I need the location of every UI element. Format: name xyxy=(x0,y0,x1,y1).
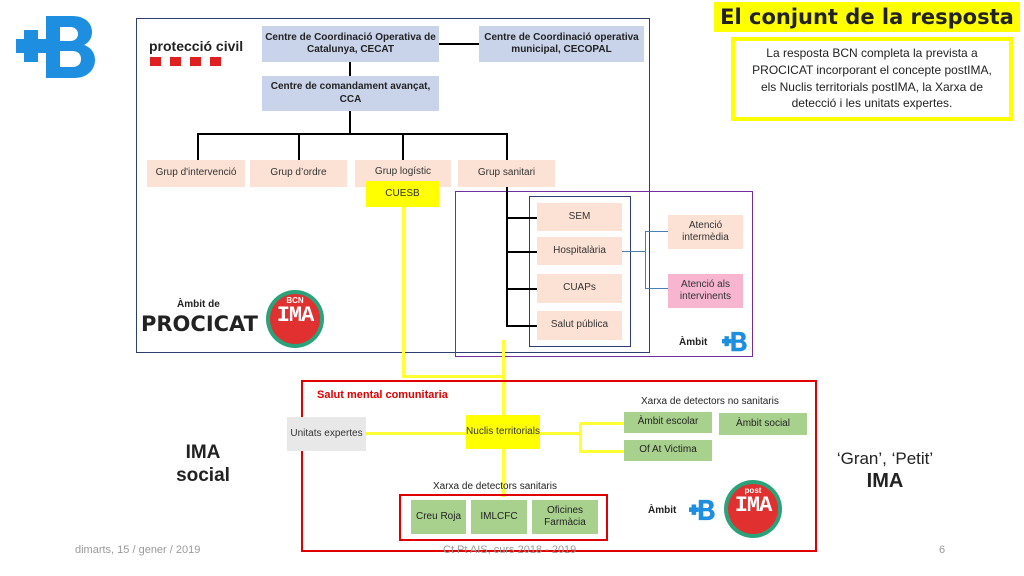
cecat-box: Centre de Coordinació Operativa de Catal… xyxy=(262,26,439,62)
proteccio-civil-logo: protecció civil xyxy=(149,38,244,54)
imlcfc-box: IMLCFC xyxy=(471,500,527,534)
of-at-victima-box: Of At Victima xyxy=(624,440,712,461)
cca-box: Centre de comandament avançat, CCA xyxy=(262,76,439,111)
atencio-intermedia-box: Atenció intermèdia xyxy=(668,215,743,249)
connector xyxy=(349,111,351,134)
connector xyxy=(402,133,404,160)
sanitari-inner-frame xyxy=(529,196,631,347)
yellow-connector xyxy=(402,207,405,377)
connector xyxy=(645,231,646,289)
cuesb-box: CUESB xyxy=(366,181,439,207)
barcelona-logo xyxy=(16,16,96,78)
post-ima-logo: post IMA xyxy=(723,479,783,539)
salut-mental-label: Salut mental comunitaria xyxy=(317,389,448,401)
oficines-farmacia-box: Oficines Farmàcia xyxy=(532,500,598,534)
grup-intervencio: Grup d'intervenció xyxy=(147,160,245,187)
atencio-intervinents-box: Atenció als intervinents xyxy=(668,274,743,308)
connector xyxy=(645,231,668,232)
yellow-connector xyxy=(540,432,580,435)
proteccio-civil-stripes xyxy=(150,57,222,66)
connector xyxy=(622,251,646,252)
salut-publica-box: Salut pública xyxy=(537,311,622,340)
connector xyxy=(645,288,668,289)
ambit-de-label: Àmbit de xyxy=(177,299,220,310)
connector xyxy=(349,62,351,76)
creu-roja-box: Creu Roja xyxy=(411,500,466,534)
unitats-expertes-box: Unitats expertes xyxy=(287,417,366,451)
cuaps-box: CUAPs xyxy=(537,274,622,303)
yellow-connector xyxy=(502,447,505,497)
sem-box: SEM xyxy=(537,203,622,231)
yellow-connector xyxy=(402,375,506,378)
footer-date: dimarts, 15 / gener / 2019 xyxy=(75,544,201,556)
hospitalaria-box: Hospitalària xyxy=(537,237,622,265)
yellow-connector xyxy=(579,422,582,452)
ima-bcn-logo: BCN IMA xyxy=(265,289,325,349)
xarxa-sanitaris-frame xyxy=(399,494,608,541)
connector xyxy=(506,133,508,160)
yellow-connector xyxy=(502,340,505,415)
description-box: La resposta BCN completa la prevista a P… xyxy=(731,37,1013,121)
procicat-label: PROCICAT xyxy=(141,312,258,336)
connector xyxy=(506,251,537,253)
connector xyxy=(439,43,479,45)
connector xyxy=(506,217,537,219)
ambit-label-mid: Àmbit xyxy=(679,337,708,348)
ambit-social-box: Àmbit social xyxy=(719,413,807,435)
footer-center: Ct Pt AIS, curs 2018 - 2019 xyxy=(443,544,577,556)
ima-social-label: IMA social xyxy=(176,442,230,486)
procicat-frame xyxy=(136,18,650,353)
connector xyxy=(197,133,199,160)
connector xyxy=(298,133,300,160)
xarxa-no-sanitaris-label: Xarxa de detectors no sanitaris xyxy=(641,396,779,407)
xarxa-sanitaris-label: Xarxa de detectors sanitaris xyxy=(433,481,557,492)
salut-mental-frame xyxy=(301,380,817,552)
connector xyxy=(506,187,508,327)
barcelona-small-logo-bottom xyxy=(689,499,715,521)
page-number: 6 xyxy=(939,544,946,556)
yellow-connector xyxy=(579,450,624,453)
cecopal-box: Centre de Coordinació operativa municipa… xyxy=(479,26,644,62)
connector xyxy=(506,288,537,290)
ima-right-label: IMA xyxy=(866,470,904,492)
ambit-barcelona-frame xyxy=(455,191,753,357)
ambit-escolar-box: Àmbit escolar xyxy=(624,412,712,433)
yellow-connector xyxy=(579,422,624,425)
connector xyxy=(197,133,508,135)
connector xyxy=(506,325,537,327)
yellow-connector xyxy=(366,432,466,435)
barcelona-small-logo xyxy=(722,331,747,352)
grup-ordre: Grup d’ordre xyxy=(250,160,347,187)
page-title: El conjunt de la resposta xyxy=(714,2,1020,32)
gran-petit-label: ‘Gran’, ‘Petit’ xyxy=(836,449,934,468)
nuclis-territorials-box: Nuclis territorials xyxy=(466,415,540,449)
ambit-label-bottom: Àmbit xyxy=(648,505,677,516)
grup-sanitari: Grup sanitari xyxy=(458,160,555,187)
